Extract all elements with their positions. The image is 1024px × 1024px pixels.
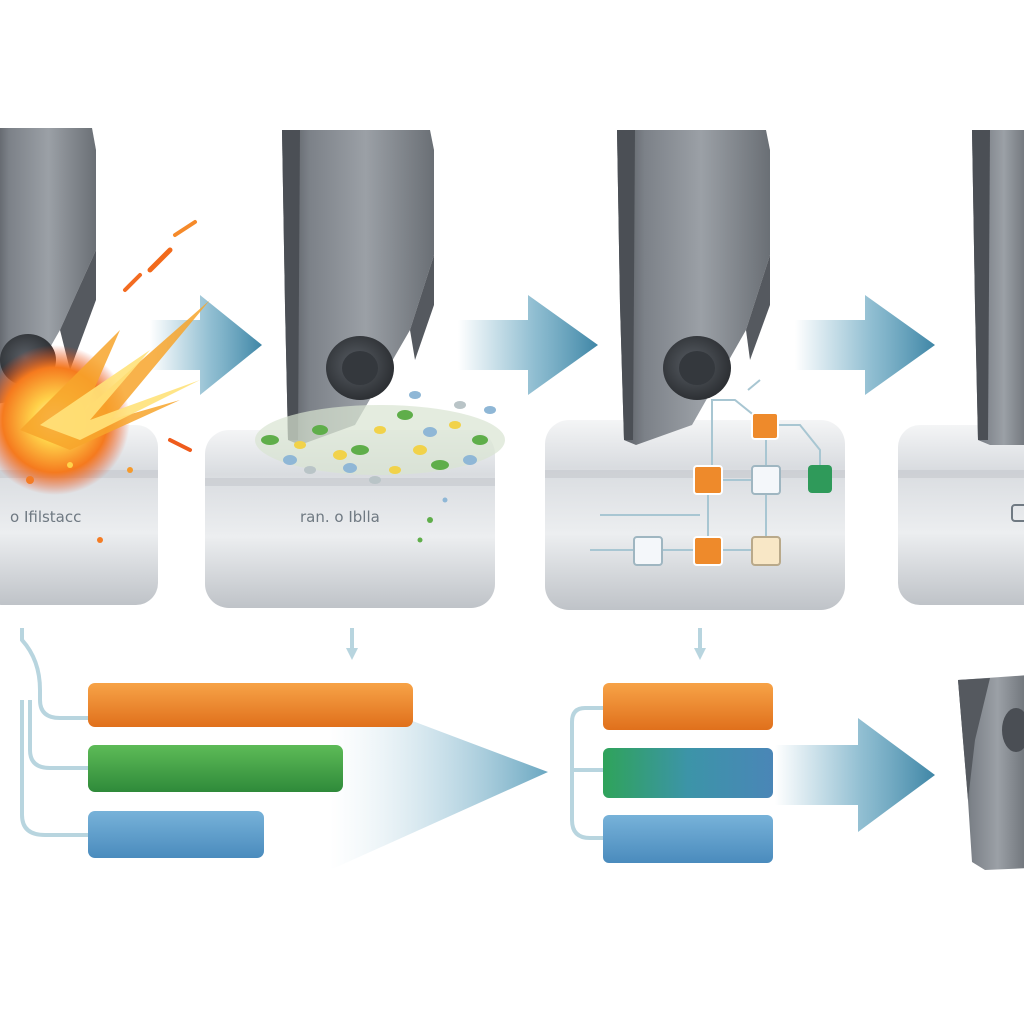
bar-orange [603, 683, 773, 730]
stage-1-caption: o Ifilstacc [10, 508, 81, 526]
tool-insert-icon [958, 675, 1024, 870]
bar-blue [88, 811, 264, 858]
stage-2-caption: ran. o Iblla [300, 508, 380, 526]
bar-blue [603, 815, 773, 863]
arrow-right-icon [150, 295, 262, 395]
frame-icon [1011, 504, 1024, 522]
workpiece-2 [205, 430, 495, 608]
spark-burst-icon [0, 220, 210, 543]
connector-lines [20, 628, 702, 840]
chips-pile-icon [255, 391, 505, 543]
arrow-right-icon [795, 295, 935, 395]
cutting-tool-icon [617, 130, 770, 445]
bar-orange [88, 683, 413, 727]
network-icon [590, 379, 832, 566]
bar-group-left [88, 683, 413, 858]
workpiece-4 [898, 425, 1024, 605]
arrow-right-icon [458, 295, 598, 395]
cutting-tool-icon [282, 130, 434, 445]
bar-teal-green [603, 748, 773, 798]
arrow-right-icon [330, 690, 548, 870]
bar-green [88, 745, 343, 792]
cutting-tool-icon [972, 130, 1024, 445]
bar-group-right [603, 683, 773, 863]
arrow-right-icon [775, 718, 935, 832]
